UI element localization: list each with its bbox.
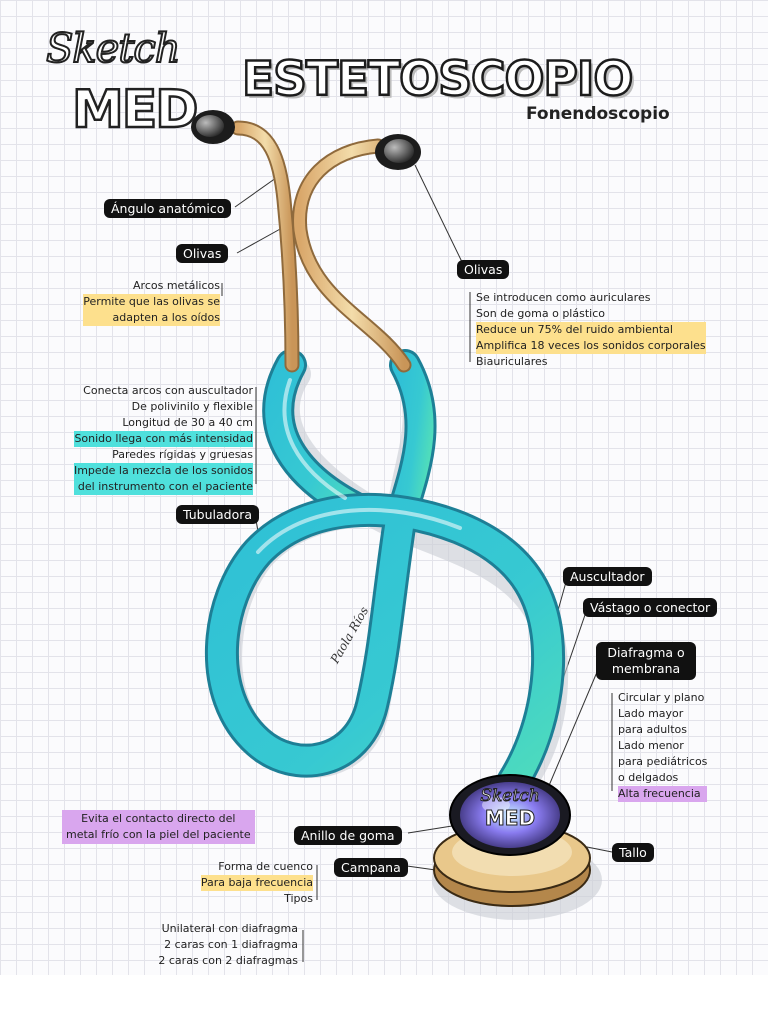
label-angulo-anatomico: Ángulo anatómico	[104, 199, 232, 218]
note-line: o delgados	[618, 771, 679, 784]
label-campana: Campana	[334, 858, 408, 877]
leader-lines	[221, 164, 613, 962]
note-diafragma: Circular y plano Lado mayor para adultos…	[618, 690, 708, 802]
chestpiece	[432, 774, 602, 920]
label-tubuladora: Tubuladora	[176, 505, 260, 524]
page-title: ESTETOSCOPIO	[241, 51, 635, 109]
note-line-highlight: Reduce un 75% del ruido ambiental	[476, 322, 706, 338]
note-line-highlight: adapten a los oídos	[83, 310, 220, 326]
earpiece-olives	[191, 110, 421, 170]
note-line: Conecta arcos con auscultador	[83, 384, 253, 397]
label-auscultador: Auscultador	[563, 567, 652, 586]
note-line: Biauriculares	[476, 355, 548, 368]
note-line-highlight: Impede la mezcla de los sonidos	[73, 463, 253, 479]
note-tipos: Unilateral con diafragma 2 caras con 1 d…	[158, 921, 298, 969]
tubing	[205, 349, 569, 803]
note-line-highlight: Permite que las olivas se	[83, 294, 220, 310]
note-tubuladora: Conecta arcos con auscultador De polivin…	[73, 383, 253, 495]
note-campana: Forma de cuenco Para baja frecuencia Tip…	[200, 859, 313, 907]
note-olivas-right: Se introducen como auriculares Son de go…	[476, 290, 706, 370]
note-line: Se introducen como auriculares	[476, 291, 651, 304]
note-line-highlight: Amplifica 18 veces los sonidos corporale…	[476, 338, 706, 354]
note-line-highlight: Para baja frecuencia	[200, 875, 313, 891]
note-line: para pediátricos	[618, 755, 708, 768]
page-subtitle: Fonendoscopio	[526, 104, 670, 124]
label-diafragma: Diafragma o membrana	[596, 642, 696, 680]
note-line: Evita el contacto directo del	[81, 812, 236, 825]
note-line: Lado mayor	[618, 707, 684, 720]
bottom-margin	[0, 975, 768, 1024]
note-line: para adultos	[618, 723, 688, 736]
note-line: Unilateral con diafragma	[161, 922, 298, 935]
note-line: Arcos metálicos	[133, 279, 220, 292]
note-line: Circular y plano	[618, 691, 705, 704]
note-line: Son de goma o plástico	[476, 307, 605, 320]
note-arcos: Arcos metálicos Permite que las olivas s…	[83, 278, 220, 326]
chestpiece-logo-med: MED	[484, 806, 536, 831]
note-line: Lado menor	[618, 739, 684, 752]
note-line-highlight: del instrumento con el paciente	[73, 479, 253, 495]
label-olivas-right: Olivas	[457, 260, 510, 279]
label-anillo-de-goma: Anillo de goma	[294, 826, 402, 845]
note-line: Longitud de 30 a 40 cm	[122, 416, 253, 429]
note-line: 2 caras con 2 diafragmas	[158, 954, 298, 967]
note-line: De polivinilo y flexible	[131, 400, 253, 413]
label-vastago: Vástago o conector	[583, 598, 718, 617]
note-line-highlight: Alta frecuencia	[618, 786, 708, 802]
note-line-highlight: Sonido llega con más intensidad	[73, 431, 253, 447]
logo-script-text: Sketch	[45, 25, 182, 73]
note-line: metal frío con la piel del paciente	[66, 828, 251, 841]
label-olivas-left: Olivas	[176, 244, 229, 263]
note-line: 2 caras con 1 diafragma	[164, 938, 298, 951]
sketchmed-logo: Sketch MED	[40, 25, 220, 146]
chestpiece-logo-script: Sketch	[480, 786, 540, 807]
note-line: Tipos	[284, 892, 313, 905]
label-tallo: Tallo	[612, 843, 654, 862]
note-anillo: Evita el contacto directo del metal frío…	[62, 810, 255, 844]
note-line: Forma de cuenco	[218, 860, 313, 873]
note-line: Paredes rígidas y gruesas	[112, 448, 253, 461]
logo-med-text: MED	[71, 79, 200, 142]
